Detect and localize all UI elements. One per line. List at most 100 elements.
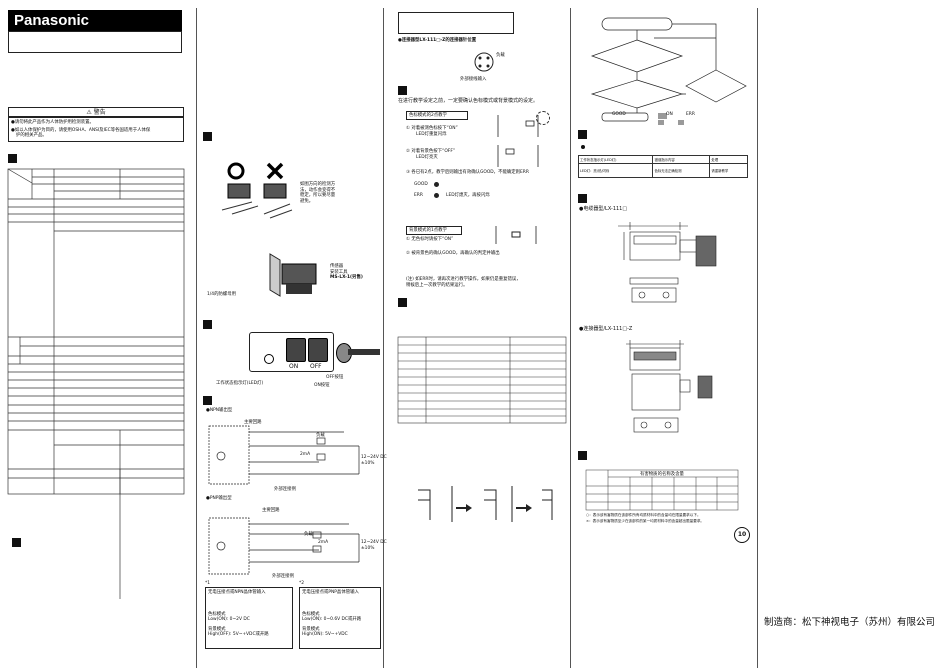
substance-table <box>585 469 739 511</box>
mode1-box: 色标模式的2点教学 <box>406 111 468 120</box>
bracket-label: 传感器 <box>330 264 344 269</box>
environment-period-mark: 10 <box>734 527 750 543</box>
pnp-label: 12~24V DC <box>361 540 387 545</box>
warning-header: ⚠ 警告 <box>8 107 184 117</box>
note2-line: Low(ON): 0~0.6V DC或开路 <box>302 617 362 623</box>
mounting-note: 稳定，所以要尽量 <box>300 193 336 199</box>
column-divider <box>757 8 758 668</box>
bracket-illustration <box>269 253 317 297</box>
npn-label: ±10% <box>361 461 375 466</box>
pnp-circuit-diagram <box>208 517 360 575</box>
mounting-note: 如图方向的检测方 <box>300 182 336 187</box>
pnp-label: 外部连接例 <box>272 574 294 579</box>
dims-title: ●连接器型/LX-111□-Z <box>579 326 633 332</box>
section-marker <box>8 154 17 163</box>
substance-footnote: ○：表示该有害物质在该部件所有均质材料中的含量均在限量要求以下。 <box>586 513 701 517</box>
on-button[interactable] <box>286 338 306 362</box>
teach-note: (注) 如ERR时，请再次进行教学操作，如果仍是重复错误， <box>406 277 521 282</box>
mode1-step: ③ 各已有2点，教学后则输出有效确认GOOD，不能确定则ERR <box>406 170 529 176</box>
dims-title: ●电缆器型/LX-111□ <box>579 206 628 212</box>
section-marker <box>203 396 212 405</box>
connector-pin-diagram <box>474 52 494 72</box>
flow-label: ON <box>666 112 673 117</box>
note2-line: 无电压接点或PNP晶体管输入 <box>302 590 359 595</box>
section-marker <box>203 320 212 329</box>
note1-line: 无电压接点或NPN晶体管输入 <box>208 590 266 595</box>
sensor-mark <box>536 111 550 125</box>
npn-label: 12~24V DC <box>361 455 387 460</box>
section-marker <box>12 538 21 547</box>
note2-line: High(ON): 5V~+VDC <box>302 632 348 638</box>
teaching-intro: 在进行教学设定之前，一定要确认色标模式或背景模式的设定。 <box>398 98 539 104</box>
mode2-diagram <box>495 226 537 244</box>
indicator-led <box>264 354 274 364</box>
on-label: ON <box>289 363 299 370</box>
note1-line: 背景模式 <box>208 626 226 632</box>
connector-title: ●连接器型LX-111□-Z的连接器针位置 <box>398 38 477 43</box>
npn-label: 主要回路 <box>244 420 262 425</box>
pnp-label: 负载 <box>304 532 313 537</box>
mode2-title: 背景模式的1点教学 <box>409 228 447 233</box>
indicator-label: 工作状态指示灯(LED灯) <box>216 381 264 386</box>
connector-pin-label: 负载 <box>496 53 505 58</box>
mode2-step: ② 被背景色的确认GOOD，再确认的判定并输出 <box>406 250 500 256</box>
good-label: GOOD <box>414 182 428 187</box>
npn-label: 2mA <box>300 452 311 457</box>
section-marker <box>398 86 407 95</box>
connector-pin-label: 外部接线输入 <box>460 77 487 82</box>
title-box <box>8 31 182 53</box>
note1-line: 色标模式 <box>208 611 226 617</box>
good-led <box>434 182 439 187</box>
note2-line: 色标模式 <box>302 611 320 617</box>
off-button[interactable] <box>308 338 328 362</box>
section-marker <box>398 298 407 307</box>
warning-line: 护的相关产品。 <box>16 133 47 139</box>
warning-line: ●如以人体保护为目的，请使用OSHA、ANSI及IEC等各国适用于人体保 <box>11 127 151 133</box>
off-label: OFF <box>310 363 322 370</box>
mode1-step: ① 对着被测色标按下“ON” <box>406 126 458 131</box>
flowchart <box>590 17 747 125</box>
mode2-box: 背景模式的1点教学 <box>406 226 462 235</box>
note2-line: 背景模式 <box>302 626 320 632</box>
cable <box>348 349 380 355</box>
mode1-step: LED灯亮灭 <box>416 154 438 160</box>
mounting-illustration <box>221 162 293 219</box>
section-marker <box>203 132 212 141</box>
mode1-step: LED灯重复闪烁 <box>416 131 447 137</box>
on-button-label: ON按钮 <box>314 383 330 388</box>
warning-line: ●请勿将此产品作为人体防护用检测装置。 <box>11 120 94 125</box>
trouble-table: 工作状态指示灯(LED灯) 错误指示内容 处理 LED灯：亮/熄/闪烁 色标无法… <box>577 155 748 178</box>
teach-note: 稍候后上一次教学的结果运行。 <box>406 282 468 288</box>
note1-line: Low(ON): 0~2V DC <box>208 617 250 623</box>
mode1-diagrams <box>497 115 539 167</box>
bullet <box>581 145 585 149</box>
npn-title: ●NPN输出型 <box>206 408 233 413</box>
warning-title: 警告 <box>93 109 106 116</box>
warning-box: ●请勿将此产品作为人体防护用检测装置。 ●如以人体保护为目的，请使用OSHA、A… <box>8 117 184 142</box>
pnp-title: ●PNP输出型 <box>206 496 232 501</box>
brand-logo: Panasonic <box>8 10 182 31</box>
off-button-label: OFF按钮 <box>326 375 344 380</box>
err-led <box>434 193 439 198</box>
column-divider <box>570 8 571 668</box>
mode1-step: ② 对着背景色按下“OFF” <box>406 149 456 155</box>
dimension-drawing-1 <box>618 222 717 303</box>
npn-circuit-diagram <box>208 425 360 485</box>
trouble-cell: 请重新教学 <box>709 163 748 178</box>
warning-icon: ⚠ <box>86 109 92 116</box>
trouble-cell: 色标无法正确检测 <box>652 163 711 178</box>
err-label: ERR <box>414 193 423 198</box>
sensitivity-illustration <box>418 486 553 522</box>
column-divider <box>383 8 384 668</box>
spec-table <box>7 168 185 599</box>
substance-table-title: 有害物质的名称及含量 <box>640 472 684 477</box>
note2-title: *2 <box>299 581 304 586</box>
trouble-header: 错误指示内容 <box>652 155 711 164</box>
npn-label: 负载 <box>316 433 325 438</box>
flow-label: GOOD <box>612 112 626 117</box>
mode1-title: 色标模式的2点教学 <box>409 113 447 118</box>
section-marker <box>578 130 587 139</box>
trouble-cell: LED灯：亮/熄/闪烁 <box>577 163 654 178</box>
mode2-step: ① 无色标时请按下“ON” <box>406 237 454 242</box>
note1-title: *1 <box>205 581 210 586</box>
